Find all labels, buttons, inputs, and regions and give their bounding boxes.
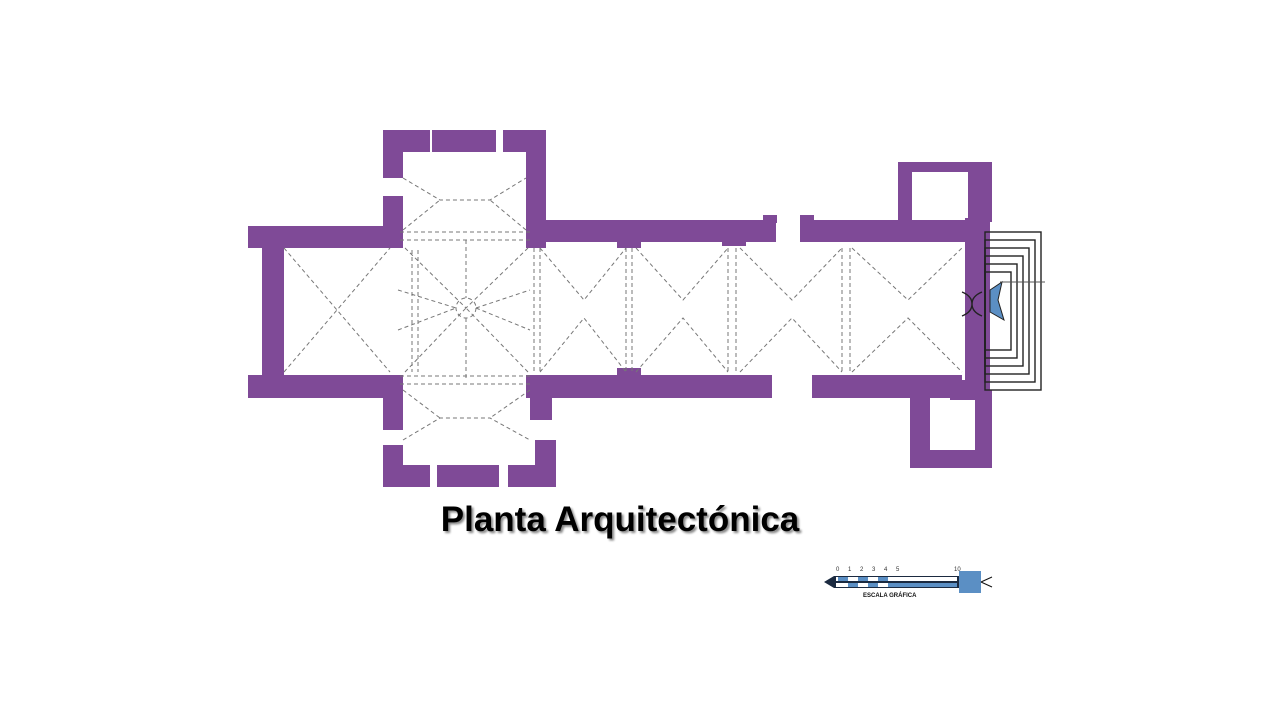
scale-tick: 4: [884, 567, 888, 573]
walls: [248, 130, 992, 487]
vault-lines: [283, 177, 963, 441]
scale-tick: 2: [860, 567, 864, 573]
scale-tick: 0: [836, 567, 840, 573]
scale-tick: 10: [954, 567, 961, 573]
altar-icon: [989, 280, 1005, 322]
scale-tick: 5: [896, 567, 900, 573]
scale-tick: 1: [848, 567, 852, 573]
graphic-scale: [824, 571, 993, 593]
scale-label: ESCALA GRÁFICA: [863, 593, 917, 599]
page-title: Planta Arquitectónica: [440, 500, 800, 539]
altar-steps: [961, 231, 1045, 391]
scale-tick: 3: [872, 567, 876, 573]
